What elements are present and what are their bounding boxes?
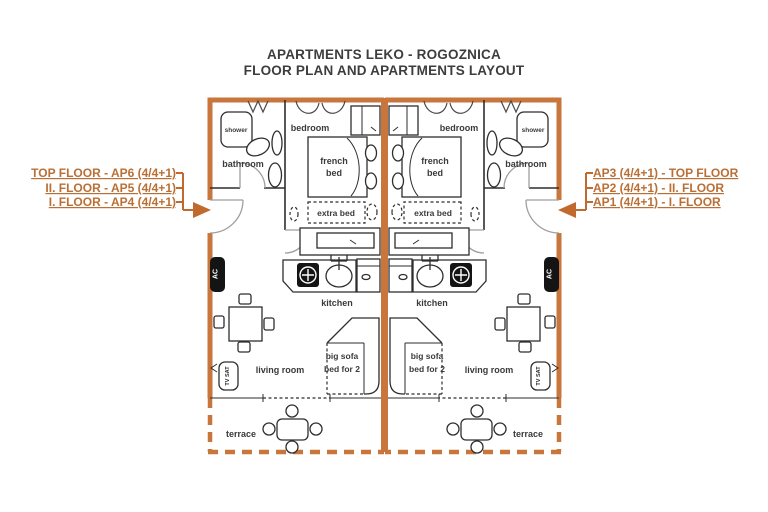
living-room-label: living room — [256, 365, 305, 375]
sofa-label-2: bed for 2 — [324, 364, 360, 374]
extra-bed-label: extra bed — [317, 208, 355, 218]
living-room-label: living room — [465, 365, 514, 375]
floor-label-first-floor-ap4: I. FLOOR - AP4 (4/4+1) — [49, 195, 176, 209]
sofa-label-1: big sofa — [411, 351, 444, 361]
page-title-line1: APARTMENTS LEKO - ROGOZNICA — [267, 47, 501, 62]
french-bed-label-1: french — [320, 156, 348, 166]
callout-bracket-left — [176, 172, 194, 211]
bedroom-label: bedroom — [440, 123, 479, 133]
tv-sat-label: TV SAT — [225, 366, 231, 386]
extra-bed-label: extra bed — [414, 208, 452, 218]
french-bed-label-2: bed — [427, 168, 443, 178]
floor-label-top-floor-ap6: TOP FLOOR - AP6 (4/4+1) — [31, 166, 176, 180]
terrace-label: terrace — [513, 429, 543, 439]
sofa-label-1: big sofa — [326, 351, 359, 361]
french-bed-label-2: bed — [326, 168, 342, 178]
floor-label-ap2-second-floor: AP2 (4/4+1) - II. FLOOR — [593, 181, 724, 195]
page-title-line2: FLOOR PLAN AND APARTMENTS LAYOUT — [244, 63, 525, 78]
floor-label-second-floor-ap5: II. FLOOR - AP5 (4/4+1) — [45, 181, 176, 195]
ac-label: AC — [213, 269, 220, 279]
shower-label: shower — [225, 127, 248, 134]
ac-label: AC — [547, 269, 554, 279]
entrance-arrow-left-icon — [193, 202, 211, 218]
tv-sat-label: TV SAT — [536, 366, 542, 386]
callout-bracket-right — [575, 172, 593, 211]
terrace-label: terrace — [226, 429, 256, 439]
french-bed-label-1: french — [421, 156, 449, 166]
labels-left-apartment: shower bathroom bedroom french bed extra… — [213, 123, 361, 439]
bathroom-label: bathroom — [505, 159, 547, 169]
bathroom-label: bathroom — [222, 159, 264, 169]
kitchen-label: kitchen — [416, 298, 448, 308]
sofa-label-2: bed for 2 — [409, 364, 445, 374]
shower-label: shower — [522, 127, 545, 134]
apartment-left — [208, 100, 385, 453]
floor-callout-right: AP3 (4/4+1) - TOP FLOOR AP2 (4/4+1) - II… — [558, 166, 739, 218]
bedroom-label: bedroom — [291, 123, 330, 133]
floor-label-ap3-top-floor: AP3 (4/4+1) - TOP FLOOR — [593, 166, 739, 180]
entrance-arrow-right-icon — [558, 202, 576, 218]
floor-callout-left: TOP FLOOR - AP6 (4/4+1) II. FLOOR - AP5 … — [31, 166, 211, 218]
floor-label-ap1-first-floor: AP1 (4/4+1) - I. FLOOR — [593, 195, 721, 209]
kitchen-label: kitchen — [321, 298, 353, 308]
apartment-right — [385, 100, 562, 453]
labels-right-apartment: shower bathroom bedroom french bed extra… — [409, 123, 553, 439]
